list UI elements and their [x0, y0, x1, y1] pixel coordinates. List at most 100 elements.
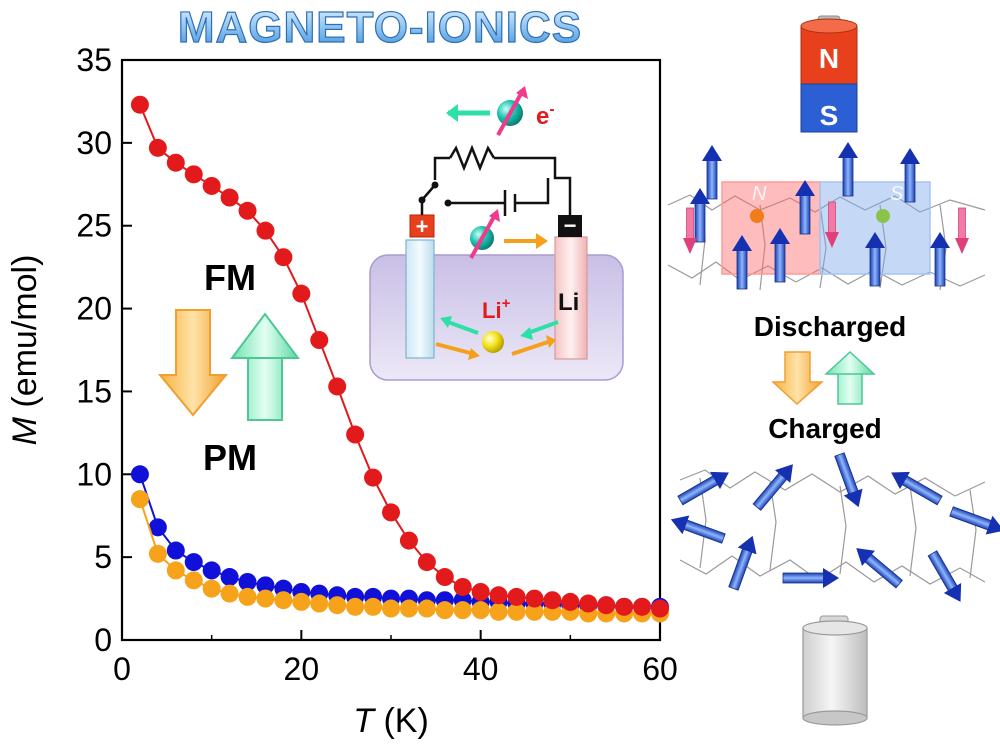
- data-point: [148, 138, 167, 157]
- negative-electrode: [554, 236, 588, 360]
- north-core-atom: [750, 209, 764, 223]
- data-point: [202, 176, 221, 195]
- minus-terminal-sign: −: [564, 213, 577, 238]
- data-point: [471, 582, 490, 601]
- data-point: [382, 503, 400, 522]
- y-tick-label: 0: [94, 622, 112, 658]
- dc-source-icon: [503, 190, 517, 216]
- data-point: [238, 573, 257, 591]
- data-point: [184, 165, 203, 184]
- spin-arrow-icon: [900, 148, 920, 203]
- spin-arrow-icon: [690, 188, 710, 243]
- spin-arrow-icon: [752, 464, 793, 511]
- data-point: [507, 587, 526, 606]
- ion-flow-arrows: [435, 320, 559, 356]
- data-point: [417, 599, 436, 618]
- magnet-south-label: S: [820, 100, 839, 131]
- figure-title: MAGNETO-IONICS: [178, 3, 582, 52]
- data-point: [166, 561, 185, 580]
- data-point: [220, 188, 239, 207]
- data-point: [615, 597, 634, 616]
- cube-south-label: S: [890, 183, 904, 205]
- circuit-wires: [420, 144, 572, 216]
- data-point: [328, 596, 347, 615]
- data-point: [382, 599, 400, 618]
- battery-cell-icon: [802, 615, 868, 726]
- spin-arrow-icon: [930, 232, 950, 287]
- discharged-label: Discharged: [754, 311, 907, 342]
- data-point: [346, 425, 365, 444]
- magnet-north-label: N: [819, 43, 839, 74]
- electron-label: e-: [536, 101, 555, 130]
- data-point: [597, 596, 616, 615]
- pm-label: PM: [203, 437, 257, 478]
- x-tick-label: 60: [642, 651, 678, 687]
- electron-spin-arrow-icon: [496, 91, 524, 136]
- spin-arrow-icon: [732, 235, 752, 290]
- series-layer: [130, 95, 669, 623]
- spin-arrow-icon: [770, 228, 790, 283]
- spin-arrow-icon: [782, 568, 839, 588]
- data-point: [256, 576, 275, 595]
- spin-arrow-icon: [728, 535, 757, 591]
- down-arrow-icon: [157, 309, 229, 417]
- disordered-lattice: [670, 452, 1000, 602]
- spin-arrow-icon: [683, 207, 697, 254]
- spin-arrow-icon: [670, 515, 726, 544]
- data-point: [220, 568, 239, 587]
- switch-pivot: [418, 196, 426, 204]
- data-point: [130, 95, 149, 114]
- data-point: [525, 602, 544, 621]
- up-arrow-icon: [230, 312, 300, 421]
- data-point: [274, 248, 293, 267]
- spin-arrow-icon: [927, 550, 962, 602]
- data-point: [274, 591, 293, 610]
- data-point: [489, 602, 508, 621]
- spin-arrow-icon: [865, 232, 885, 287]
- positive-electrode: [405, 239, 435, 359]
- x-axis-label: T (K): [353, 702, 429, 740]
- series-0: [130, 95, 669, 618]
- li-ion-ball-icon: [482, 331, 504, 353]
- x-axis-variable: T: [353, 702, 376, 740]
- spin-arrow-icon: [955, 207, 969, 254]
- small-up-arrow-icon: [824, 350, 876, 405]
- data-point: [561, 592, 580, 611]
- resistor-icon: [448, 144, 496, 172]
- spin-arrow-icon: [838, 142, 858, 197]
- minus-terminal-icon: [558, 215, 582, 237]
- data-point: [328, 377, 347, 396]
- spin-arrow-icon: [834, 452, 863, 508]
- x-tick-label: 0: [113, 651, 131, 687]
- y-axis-variable: M: [6, 416, 44, 445]
- electrochem-inset: + − e- Li+: [369, 86, 624, 381]
- data-point: [633, 597, 652, 616]
- data-point: [292, 284, 311, 303]
- spin-arrow-icon: [856, 548, 903, 589]
- data-point: [148, 544, 167, 563]
- y-tick-label: 25: [76, 208, 112, 244]
- spin-arrow-icon: [702, 145, 722, 200]
- y-tick-label: 15: [76, 373, 112, 409]
- data-point: [202, 579, 221, 598]
- data-point: [435, 568, 454, 587]
- spin-arrow-icon: [949, 506, 1000, 535]
- data-point: [256, 221, 275, 240]
- data-point: [579, 594, 598, 613]
- x-tick-label: 20: [284, 651, 320, 687]
- x-axis-unit: (K): [374, 702, 429, 740]
- data-point: [310, 594, 329, 613]
- data-point: [202, 561, 221, 580]
- data-point: [525, 589, 544, 608]
- data-point: [310, 331, 329, 350]
- aligned-spin-arrows: [683, 142, 969, 290]
- spin-arrow-icon: [795, 180, 815, 235]
- series-line: [138, 498, 660, 615]
- y-axis-unit: (emu/mol): [6, 255, 44, 417]
- li-ion-label: Li+: [482, 295, 511, 323]
- data-point: [166, 153, 185, 172]
- data-point: [417, 553, 436, 572]
- electron-spin-arrow-icon: [469, 214, 497, 259]
